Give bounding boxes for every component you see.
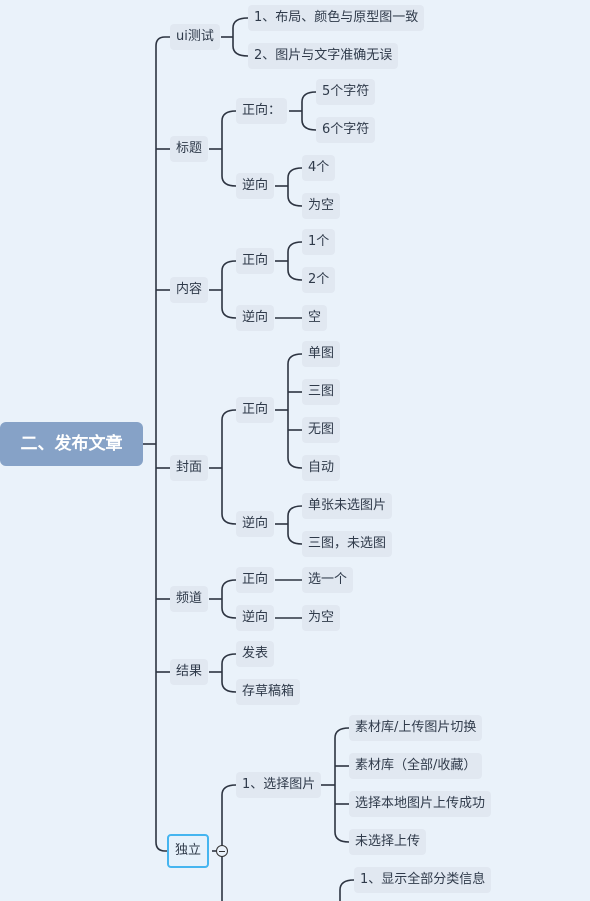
node-select-image-item-4[interactable]: 未选择上传 <box>349 829 427 855</box>
root-node[interactable]: 二、发布文章 <box>0 422 143 466</box>
node-ui-test[interactable]: ui测试 <box>170 24 220 50</box>
node-channel-reverse[interactable]: 逆向 <box>236 605 275 631</box>
node-cover-forward[interactable]: 正向 <box>236 397 275 423</box>
node-cover-reverse-item-1[interactable]: 单张未选图片 <box>302 493 393 519</box>
node-select-image-item-2[interactable]: 素材库（全部/收藏） <box>349 753 483 779</box>
node-ui-item-1[interactable]: 1、布局、颜色与原型图一致 <box>248 5 425 31</box>
node-channel-forward[interactable]: 正向 <box>236 567 275 593</box>
node-channel[interactable]: 频道 <box>170 586 209 612</box>
node-content-forward[interactable]: 正向 <box>236 248 275 274</box>
node-cover-forward-item-2[interactable]: 三图 <box>302 379 341 405</box>
node-channel-forward-item-1[interactable]: 选一个 <box>302 567 354 593</box>
node-standalone-next-item[interactable]: 1、显示全部分类信息 <box>354 867 492 893</box>
node-title-forward-item-2[interactable]: 6个字符 <box>316 117 376 143</box>
node-ui-item-2[interactable]: 2、图片与文字准确无误 <box>248 43 399 69</box>
node-select-image-item-3[interactable]: 选择本地图片上传成功 <box>349 791 492 817</box>
node-cover-forward-item-3[interactable]: 无图 <box>302 417 341 443</box>
node-result-item-1[interactable]: 发表 <box>236 641 275 667</box>
node-cover-forward-item-1[interactable]: 单图 <box>302 341 341 367</box>
node-title-reverse-item-1[interactable]: 4个 <box>302 155 336 181</box>
node-title-forward-item-1[interactable]: 5个字符 <box>316 79 376 105</box>
node-cover-reverse-item-2[interactable]: 三图，未选图 <box>302 531 393 557</box>
node-cover[interactable]: 封面 <box>170 455 209 481</box>
node-content[interactable]: 内容 <box>170 277 209 303</box>
node-content-forward-item-2[interactable]: 2个 <box>302 267 336 293</box>
node-title-forward[interactable]: 正向： <box>236 98 288 124</box>
collapse-toggle-icon[interactable] <box>216 845 228 857</box>
node-cover-reverse[interactable]: 逆向 <box>236 511 275 537</box>
node-result[interactable]: 结果 <box>170 659 209 685</box>
node-title-reverse-item-2[interactable]: 为空 <box>302 193 341 219</box>
node-content-forward-item-1[interactable]: 1个 <box>302 229 336 255</box>
node-select-image-item-1[interactable]: 素材库/上传图片切换 <box>349 715 483 741</box>
node-content-reverse-item-1[interactable]: 空 <box>302 305 328 331</box>
node-content-reverse[interactable]: 逆向 <box>236 305 275 331</box>
node-cover-forward-item-4[interactable]: 自动 <box>302 455 341 481</box>
node-result-item-2[interactable]: 存草稿箱 <box>236 679 301 705</box>
node-standalone[interactable]: 独立 <box>167 834 210 868</box>
node-select-image[interactable]: 1、选择图片 <box>236 772 322 798</box>
node-title-reverse[interactable]: 逆向 <box>236 173 275 199</box>
node-title[interactable]: 标题 <box>170 136 209 162</box>
node-channel-reverse-item-1[interactable]: 为空 <box>302 605 341 631</box>
